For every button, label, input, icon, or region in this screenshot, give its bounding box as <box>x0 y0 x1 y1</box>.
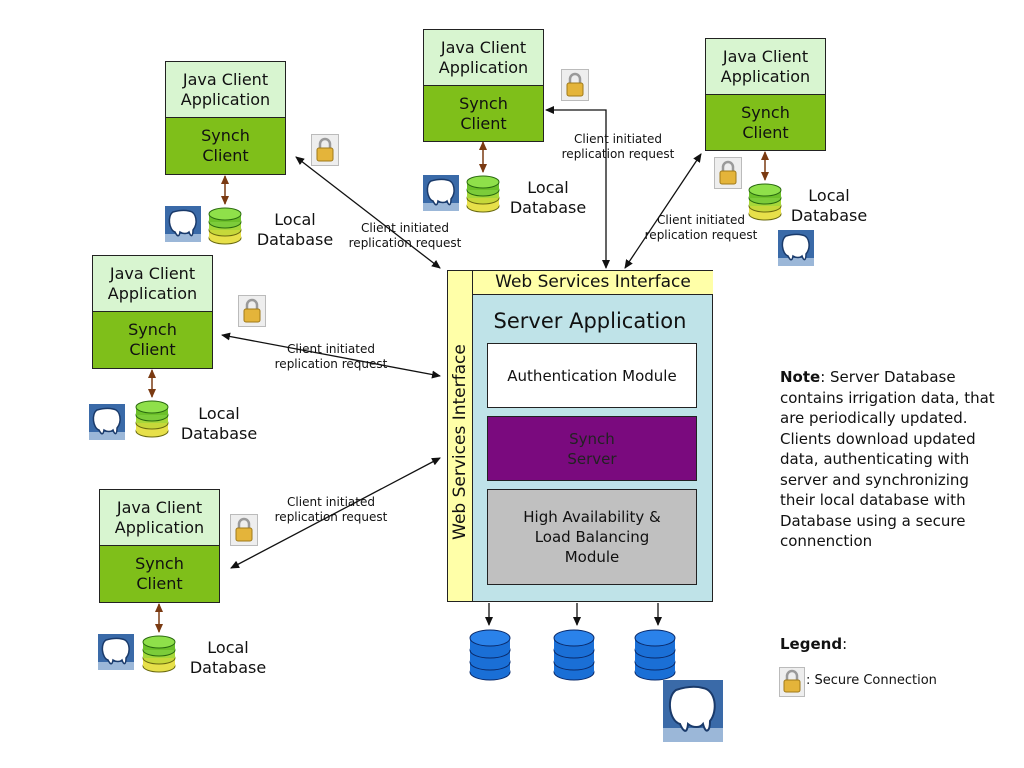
postgresql-elephant-icon <box>663 680 723 742</box>
java-client-app-3: Java Client Application <box>705 38 826 95</box>
request-arrow-4 <box>221 332 441 379</box>
request-arrow-5 <box>230 457 441 569</box>
local-database-icon <box>135 400 169 438</box>
request-label-4: Client initiated replication request <box>274 342 388 371</box>
lock-icon <box>311 134 339 166</box>
request-arrow-2 <box>545 106 610 269</box>
postgresql-elephant-icon <box>165 206 201 242</box>
java-client-app-4: Java Client Application <box>92 255 213 312</box>
local-database-icon <box>208 207 242 245</box>
local-db-label-5: Local Database <box>189 638 267 677</box>
local-db-label-2: Local Database <box>509 178 587 217</box>
legend-title: Legend: <box>780 635 848 653</box>
synch-client-1: Synch Client <box>165 117 286 175</box>
java-client-app-2: Java Client Application <box>423 29 544 86</box>
postgresql-elephant-icon <box>778 230 814 266</box>
web-services-interface-left-label: Web Services Interface <box>450 344 470 540</box>
legend-secure-connection: : Secure Connection <box>806 673 937 688</box>
note-body: : Server Database contains irrigation da… <box>780 368 995 550</box>
server-application-title: Server Application <box>493 309 687 333</box>
lock-icon <box>714 157 742 189</box>
synch-server-module: Synch Server <box>487 416 697 481</box>
postgresql-elephant-icon <box>89 404 125 440</box>
postgresql-elephant-icon <box>98 634 134 670</box>
lock-icon <box>561 69 589 101</box>
local-database-icon <box>466 175 500 213</box>
synch-client-4: Synch Client <box>92 311 213 369</box>
synch-client-2: Synch Client <box>423 85 544 142</box>
note-text: Note: Server Database contains irrigatio… <box>780 367 1000 552</box>
request-arrow-1 <box>295 156 441 269</box>
note-label: Note <box>780 368 821 386</box>
java-client-app-1: Java Client Application <box>165 61 286 118</box>
postgresql-elephant-icon <box>423 175 459 211</box>
lock-icon <box>779 667 805 697</box>
local-db-label-1: Local Database <box>256 210 334 249</box>
legend-label: Legend <box>780 635 843 653</box>
request-label-2: Client initiated replication request <box>561 132 675 161</box>
request-arrow-3 <box>624 153 702 269</box>
server-database-icon <box>634 629 676 681</box>
web-services-interface-left <box>447 270 473 602</box>
request-label-1: Client initiated replication request <box>348 221 462 250</box>
request-label-3: Client initiated replication request <box>644 213 758 242</box>
local-db-label-4: Local Database <box>180 404 258 443</box>
local-db-label-3: Local Database <box>790 186 868 225</box>
request-label-5: Client initiated replication request <box>274 495 388 524</box>
synch-client-5: Synch Client <box>99 545 220 603</box>
lock-icon <box>230 514 258 546</box>
server-database-icon <box>553 629 595 681</box>
high-availability-module: High Availability & Load Balancing Modul… <box>487 489 697 585</box>
synch-client-3: Synch Client <box>705 94 826 151</box>
web-services-interface-top: Web Services Interface <box>472 271 713 295</box>
lock-icon <box>238 295 266 327</box>
server-database-icon <box>469 629 511 681</box>
local-database-icon <box>748 183 782 221</box>
java-client-app-5: Java Client Application <box>99 489 220 546</box>
local-database-icon <box>142 635 176 673</box>
authentication-module: Authentication Module <box>487 343 697 408</box>
